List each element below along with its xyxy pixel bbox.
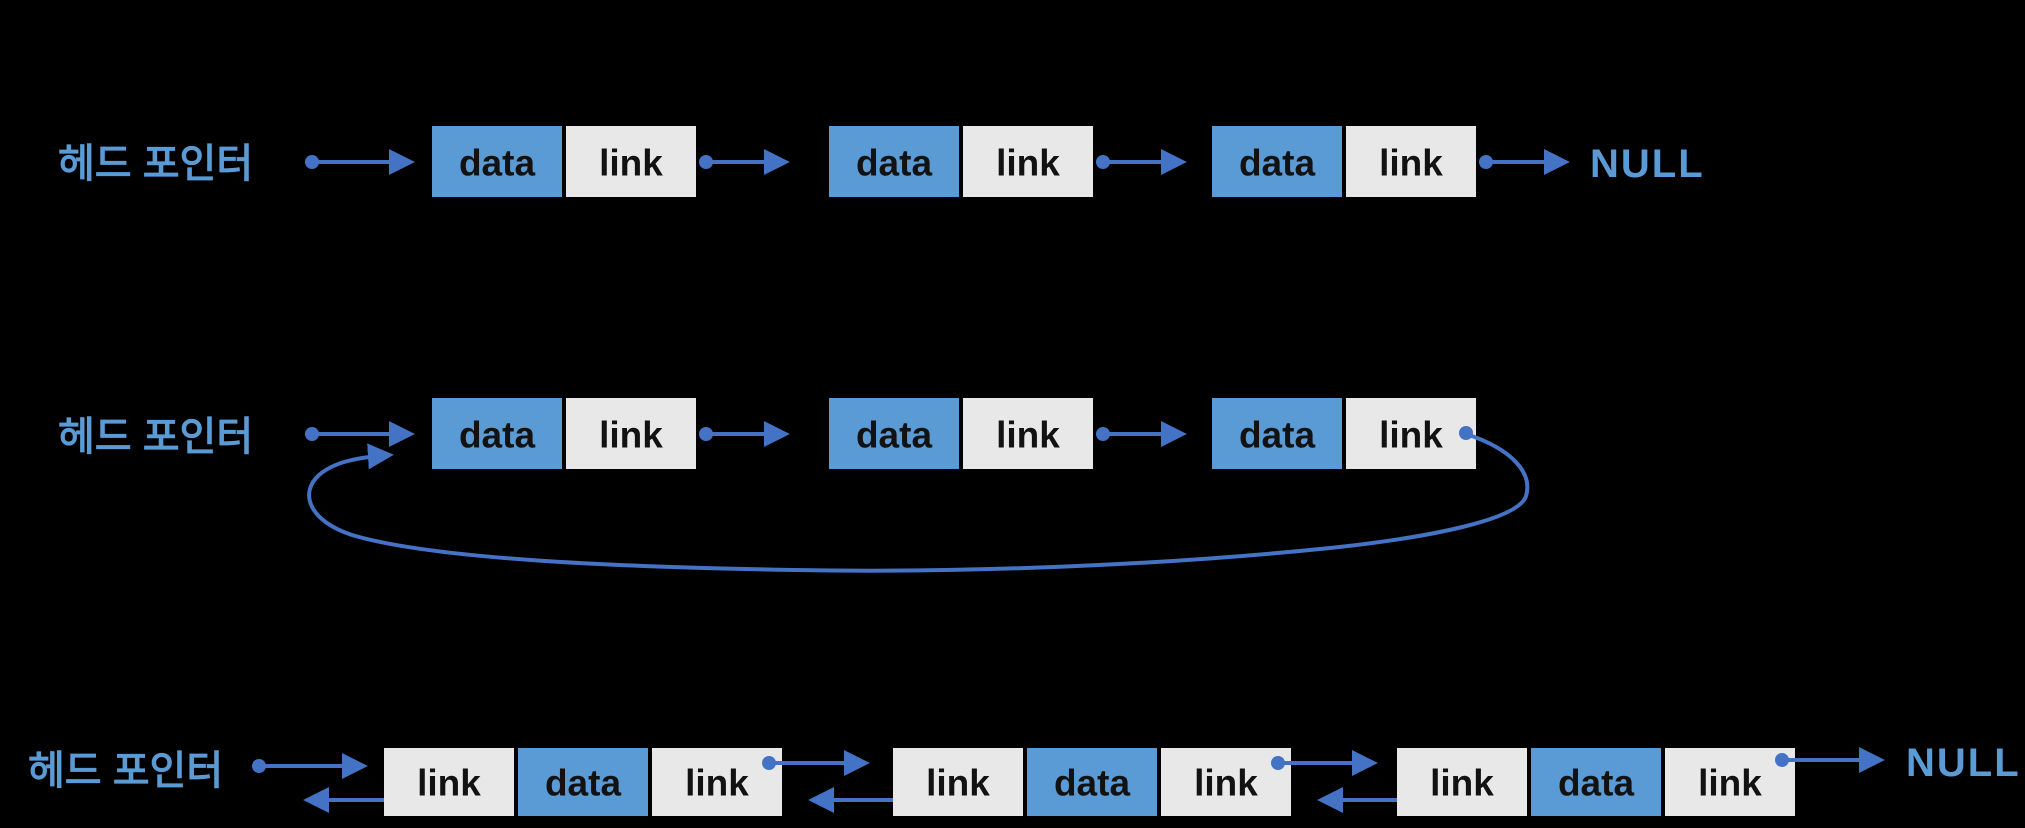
cell-label: link (926, 763, 990, 804)
null-label: NULL (1906, 741, 2021, 785)
list-node: data link (829, 126, 1093, 197)
list-node: data link (1212, 398, 1476, 469)
prev-link-cell (1397, 748, 1527, 816)
head-pointer-label: 헤드 포인터 (58, 415, 253, 459)
cell-label: link (996, 143, 1060, 184)
link-cell (1346, 398, 1476, 469)
link-cell (963, 126, 1093, 197)
link-cell (1346, 126, 1476, 197)
list-node: link data link (384, 748, 782, 816)
cell-label: data (545, 763, 622, 804)
cell-label: link (996, 415, 1060, 456)
data-cell (1212, 398, 1342, 469)
list-node: link data link (1397, 748, 1795, 816)
cell-label: link (1379, 143, 1443, 184)
list-node: data link (432, 126, 696, 197)
cell-label: data (459, 415, 536, 456)
list-node: data link (1212, 126, 1476, 197)
link-cell (566, 398, 696, 469)
data-cell (1212, 126, 1342, 197)
cell-label: data (1054, 763, 1131, 804)
null-label: NULL (1590, 142, 1705, 186)
next-link-cell (1161, 748, 1291, 816)
head-pointer-label: 헤드 포인터 (28, 749, 223, 793)
cell-label: data (856, 143, 933, 184)
doubly-linked-list-diagram: 헤드 포인터 link data link link data link (28, 741, 2021, 816)
cell-label: link (1194, 763, 1258, 804)
cell-label: link (1698, 763, 1762, 804)
cell-label: link (599, 415, 663, 456)
cell-label: data (1558, 763, 1635, 804)
next-link-cell (1665, 748, 1795, 816)
circular-pointer-curve (307, 432, 1530, 573)
data-cell (829, 126, 959, 197)
cell-label: data (856, 415, 933, 456)
pointer-tail-dot (1459, 426, 1473, 440)
cell-label: link (1379, 415, 1443, 456)
circular-linked-list-diagram: 헤드 포인터 data link data link data link (58, 398, 1530, 573)
list-node: data link (432, 398, 696, 469)
prev-link-cell (384, 748, 514, 816)
data-cell (1531, 748, 1661, 816)
list-node: data link (829, 398, 1093, 469)
cell-label: data (459, 143, 536, 184)
singly-linked-list-diagram: 헤드 포인터 data link data link data link (58, 126, 1705, 197)
list-node: link data link (893, 748, 1291, 816)
cell-label: link (599, 143, 663, 184)
link-cell (963, 398, 1093, 469)
head-pointer-label: 헤드 포인터 (58, 142, 253, 186)
data-cell (432, 398, 562, 469)
next-link-cell (652, 748, 782, 816)
data-cell (518, 748, 648, 816)
cell-label: link (1430, 763, 1494, 804)
link-cell (566, 126, 696, 197)
cell-label: link (417, 763, 481, 804)
data-cell (432, 126, 562, 197)
data-cell (829, 398, 959, 469)
cell-label: data (1239, 415, 1316, 456)
cell-label: data (1239, 143, 1316, 184)
cell-label: link (685, 763, 749, 804)
data-cell (1027, 748, 1157, 816)
prev-link-cell (893, 748, 1023, 816)
